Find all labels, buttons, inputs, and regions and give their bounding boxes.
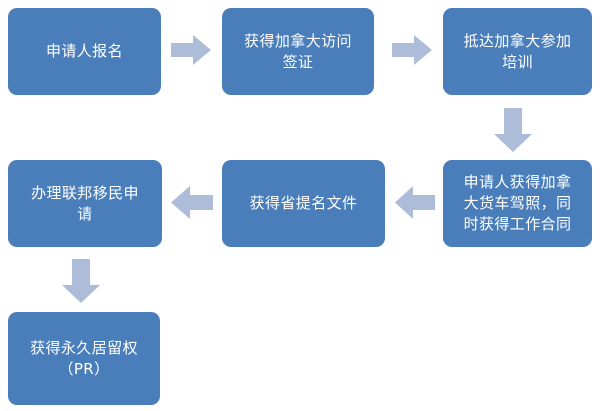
process-node-provincial-nomination[interactable]: 获得省提名文件 xyxy=(222,160,385,247)
arrow-down-training-to-license xyxy=(494,108,532,152)
process-node-permanent-residency[interactable]: 获得永久居留权 （PR） xyxy=(8,312,160,405)
arrow-down-federal-to-pr xyxy=(62,259,100,303)
arrow-left-nomination-to-federal xyxy=(171,186,213,219)
process-node-applicant-registration[interactable]: 申请人报名 xyxy=(8,8,161,95)
process-node-federal-immigration-application[interactable]: 办理联邦移民申 请 xyxy=(8,160,162,247)
process-node-truck-license-and-job-contract[interactable]: 申请人获得加拿 大货车驾照，同 时获得工作合同 xyxy=(443,160,592,247)
arrow-right-visa-to-training xyxy=(392,35,432,65)
process-node-arrive-canada-training[interactable]: 抵达加拿大参加 培训 xyxy=(443,8,592,95)
arrow-right-apply-to-visa xyxy=(171,35,211,65)
process-node-canada-visitor-visa[interactable]: 获得加拿大访问 签证 xyxy=(222,8,374,95)
arrow-left-license-to-nomination xyxy=(395,186,435,219)
